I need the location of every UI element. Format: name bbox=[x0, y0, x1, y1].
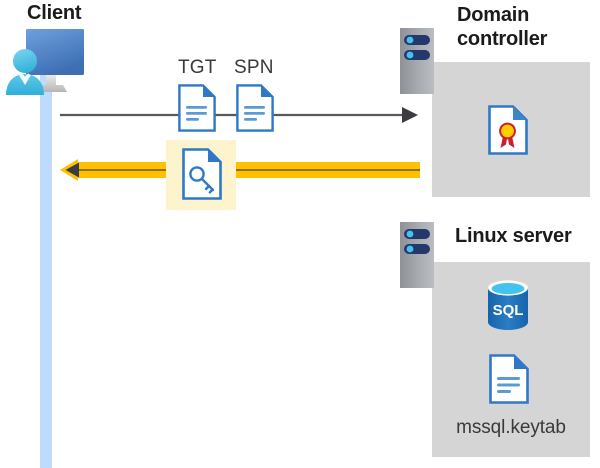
spn-label: SPN bbox=[234, 57, 274, 78]
tgt-label: TGT bbox=[178, 57, 217, 78]
document-icon-spn bbox=[236, 84, 274, 132]
response-arrow bbox=[58, 158, 420, 182]
page-title-client: Client bbox=[27, 2, 82, 24]
server-rack-icon-domain-controller bbox=[400, 28, 434, 94]
svg-text:SQL: SQL bbox=[493, 302, 524, 319]
document-icon-keytab bbox=[489, 354, 529, 404]
sql-database-icon: SQL bbox=[486, 279, 530, 331]
client-lifeline bbox=[40, 62, 52, 468]
page-title-domain-controller: Domain controller bbox=[457, 4, 548, 50]
keytab-filename-label: mssql.keytab bbox=[456, 417, 566, 438]
document-icon-tgt bbox=[178, 84, 216, 132]
user-workstation-icon bbox=[6, 27, 98, 99]
certificate-document-icon bbox=[488, 105, 528, 155]
request-arrow bbox=[60, 104, 420, 126]
key-document-icon bbox=[182, 148, 222, 200]
page-title-linux-server: Linux server bbox=[455, 225, 572, 247]
server-rack-icon-linux-server bbox=[400, 222, 434, 288]
